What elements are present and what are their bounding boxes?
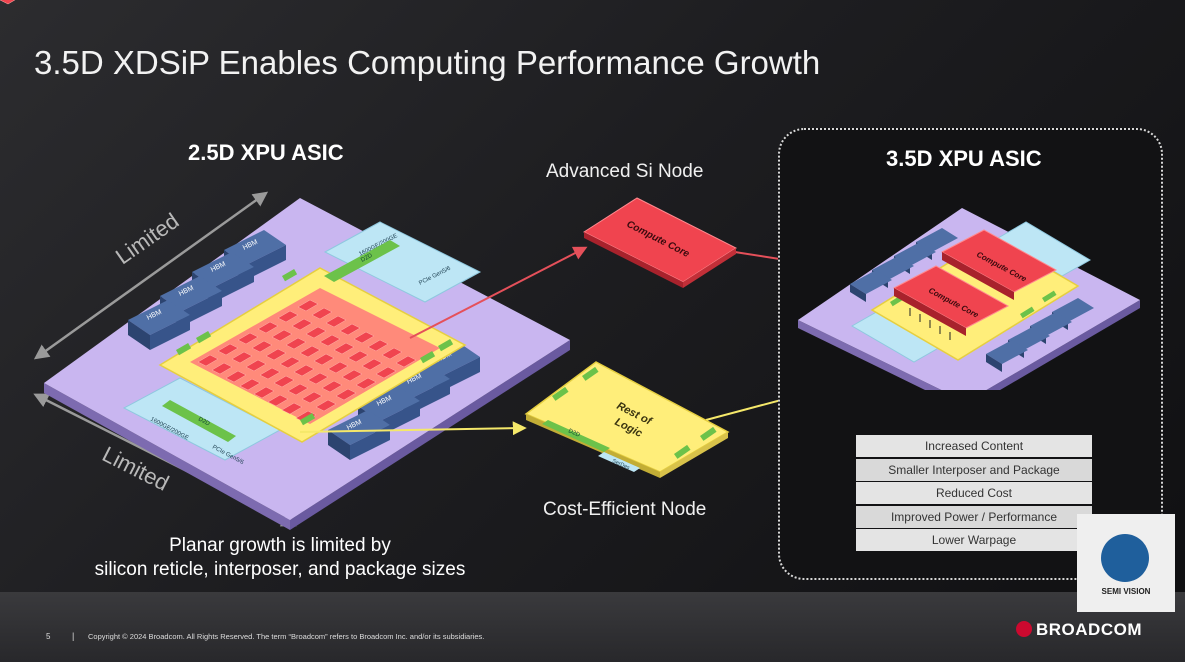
left-package: HBM HBM HBM HBM HBM HBM HBM HBM 1600GE/2… [0, 0, 570, 530]
left-caption: Planar growth is limited by silicon reti… [60, 534, 500, 582]
watermark-text: SEMI VISION [1101, 587, 1151, 596]
slide-title: 3.5D XDSiP Enables Computing Performance… [34, 44, 821, 81]
benefits-list: Increased Content Smaller Interposer and… [856, 435, 1092, 553]
left-d2d-strip [162, 400, 236, 442]
benefit-item: Reduced Cost [856, 482, 1092, 504]
benefit-item: Smaller Interposer and Package [856, 458, 1092, 481]
left-compute-area [190, 288, 440, 424]
caption-line-1: Planar growth is limited by [169, 535, 391, 556]
left-compute-grid [0, 0, 417, 423]
dimension-arrow-top [33, 191, 269, 360]
right-package: Compute Core Compute Core [798, 208, 1140, 390]
benefit-item: Lower Warpage [856, 529, 1092, 551]
arrow-to-compute [409, 246, 588, 339]
copyright-text: Copyright © 2024 Broadcom. All Rights Re… [88, 632, 485, 641]
benefit-item: Improved Power / Performance [856, 505, 1092, 528]
brand-name: BROADCOM [1036, 620, 1142, 639]
d2d-label: D2D [567, 428, 581, 439]
right-compute-die-bottom: Compute Core [892, 265, 1010, 340]
caption-line-2: silicon reticle, interposer, and package… [94, 559, 466, 580]
semi-vision-watermark: SEMI VISION [1077, 514, 1175, 612]
broadcom-logo-icon [1016, 621, 1032, 637]
semi-vision-logo-icon [1101, 534, 1149, 582]
right-compute-die-top: Compute Core [940, 229, 1058, 310]
left-logic-die: D2D D2D [0, 0, 467, 443]
broadcom-logo: BROADCOM [1016, 620, 1142, 640]
d2d-label: D2D [197, 416, 211, 427]
cost-efficient-node-label: Cost-Efficient Node [543, 499, 707, 520]
footer-bar [0, 592, 1185, 662]
middle-compute-die: Compute Core [582, 197, 738, 288]
advanced-node-label: Advanced Si Node [546, 161, 704, 182]
page-number: 5 [46, 632, 51, 641]
left-hbm-stacks: HBM HBM HBM HBM HBM HBM HBM HBM [128, 230, 480, 460]
benefit-item: Increased Content [856, 435, 1092, 457]
footer-separator: | [72, 631, 75, 641]
left-heading: 2.5D XPU ASIC [188, 140, 344, 165]
middle-logic-die: Rest of Logic D2D SerDes [524, 361, 730, 478]
left-d2d-strip [324, 240, 400, 282]
arrow-to-logic [299, 421, 527, 436]
d2d-label: D2D [360, 253, 374, 264]
right-heading: 3.5D XPU ASIC [886, 146, 1042, 171]
